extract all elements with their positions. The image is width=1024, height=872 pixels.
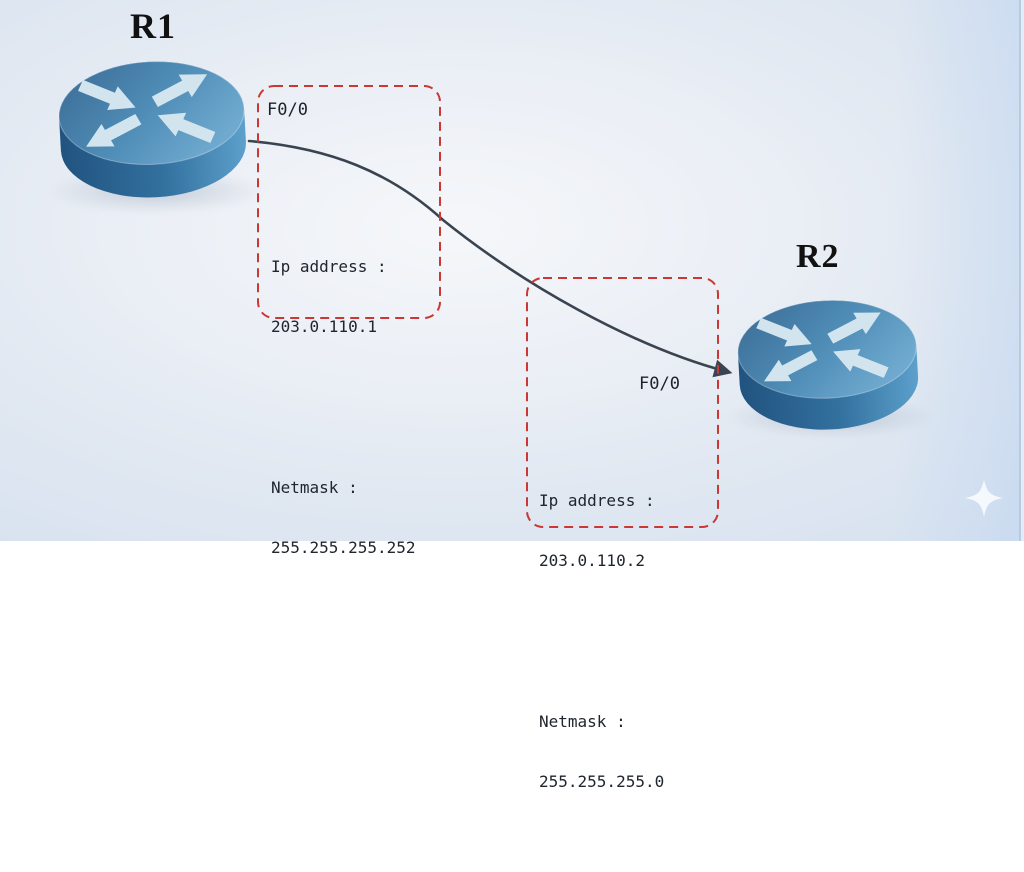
- annotation-box-r1-outline: [257, 85, 441, 319]
- four-point-star-icon: [965, 479, 1003, 517]
- right-edge-strip: [1021, 0, 1024, 541]
- link-line-r1-r2: [247, 139, 733, 378]
- annotation-box-r2-outline: [526, 277, 719, 528]
- netmask-label: Netmask :: [539, 712, 626, 731]
- router-crossed-arrows-icon: [58, 61, 246, 198]
- right-edge-hairline: [1019, 0, 1021, 541]
- background-right-tint: [894, 0, 1024, 541]
- router-r2-label: R2: [796, 238, 840, 275]
- router-crossed-arrows-icon: [737, 299, 919, 430]
- netmask-value: 255.255.255.252: [271, 538, 416, 557]
- router-r1-label: R1: [130, 6, 176, 46]
- diagram-overlay: [247, 85, 733, 528]
- ip-address-value: 203.0.110.2: [539, 551, 645, 570]
- netmask-value: 255.255.255.0: [539, 772, 665, 791]
- network-topology-diagram: R1 R2 F0/0: [0, 0, 1024, 791]
